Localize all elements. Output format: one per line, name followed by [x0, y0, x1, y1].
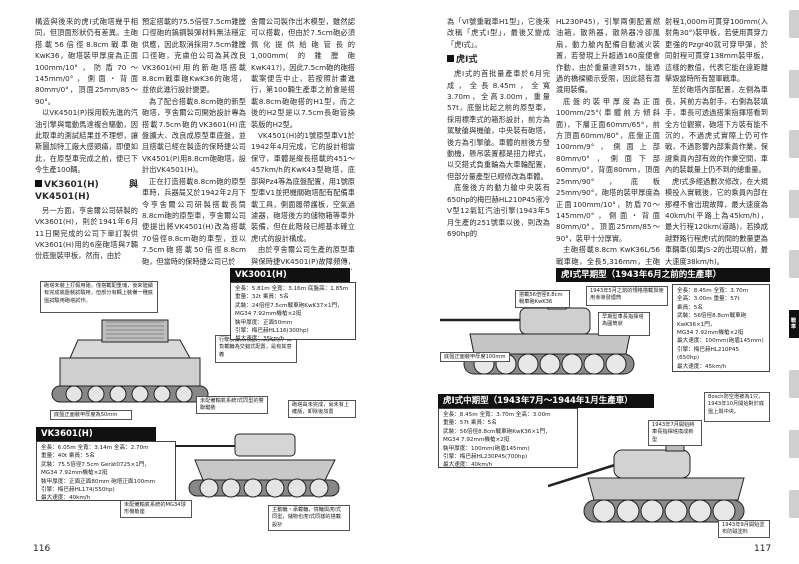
tiger-early-note1: 搭載56倍徑8.8cm戰車砲KwK36 [515, 290, 570, 308]
tiger-mid-title-bar: 虎Ⅰ式中期型（1943年7月～1944年1月生產車） [438, 394, 654, 408]
paragraph: 預定搭載的75.5倍徑7.5cm錐膛口徑砲的鎢鋼製彈材料無法穩定供應，因此取消採… [142, 17, 246, 95]
chapter-tab-label: 戰車 [790, 318, 797, 330]
paragraph: 另一方面，亨舍爾公司研製的VK3601(H)，則於1941年6月11日開完成的公… [35, 205, 138, 261]
vk3601h-title-bar: VK3601(H) [36, 427, 156, 441]
tiger-mid-note1: Bosch防空燈被為1只，1943年10月開始對於底盤上與中央。 [704, 392, 770, 422]
vk3601h-note3: 未配備輸氣系統的MG34球形機槍座 [120, 500, 192, 518]
paragraph: VK4501(H)的1號原型車V1於1942年4月完成，它的設計相當保守，車體是… [251, 131, 355, 243]
chapter-tab [789, 130, 799, 158]
vk3601h-tank-illustration [175, 433, 340, 498]
right-column-1: 為「VI號重戰車H1型」，它後來改稱「虎式Ⅰ型」，最後又變成「虎Ⅰ式」。 虎Ⅰ式… [447, 16, 550, 270]
vk3001-tank-illustration [51, 319, 209, 403]
paragraph: 至於砲塔內部配置，左側為車長，其前方為射手，右側為裝填手，車長可透過搭乘指揮塔看… [665, 85, 768, 175]
paragraph: 底盤的裝甲厚度為正面100mm/25°(車體前方傾斜面)，下層正面60mm/65… [556, 96, 660, 243]
page-number-left: 116 [33, 544, 51, 554]
vk3001-title-bar: VK3001(H) [230, 268, 350, 282]
paragraph: 由於亨舍爾公司生產的原型車與保時捷VK4501(P)故障頻傳，因此就放棄了VK4… [251, 245, 355, 270]
chapter-tab [789, 10, 799, 38]
page-number-right: 117 [754, 544, 772, 554]
paragraph: 虎Ⅰ式的首批量產車於6月完成，全長8.45m，全寬3.70m，全高3.00m，重… [447, 69, 550, 181]
paragraph: HL230P45)，引擎兩側配置燃油箱，散熱器，散熱器冷卻風扇，動力艙內配備自動… [556, 17, 660, 95]
paragraph: 舍爾公司製作出木模型，雖然認可以搭載，但由於7.5cm砲必須佩化提供給砲管長的1… [251, 17, 355, 129]
tiger-early-note4: 底盤正面裝甲厚度100mm [440, 352, 510, 362]
paragraph: 為了配合搭載8.8cm砲的新型砲塔，亨舍爾公司開始設計專為搭載7.5cm砲的VK… [142, 96, 246, 175]
chapter-tab [789, 70, 799, 98]
chapter-tab-active [789, 310, 799, 338]
right-column-3: 射程1,000m可貫穿100mm(入射角30°)裝甲板，若使用貫穿力更強的Pzg… [665, 16, 768, 270]
tiger-mid-tank-illustration [548, 441, 745, 523]
tiger-early-note2: 1943年5月之前的規格搭載與使用漸導發煙筒 [586, 286, 668, 306]
tiger-mid-spec-box: 全長：8.45m 全寬：3.70m 全高：3.00m 重量：57t 乘員：5名 … [438, 408, 578, 468]
paragraph: 構造與後來的虎Ⅰ式砲塔幾乎相同，但頂面形狀仍有差異。主砲搭載56倍徑8.8cm戰… [35, 17, 138, 106]
vk3601-note-top: 砲塔未裝上打假用砲，僅搭載配重塊，後來陸續有完成底盤裝試驗用，但部分有輛上裝備一… [40, 281, 158, 313]
vk3601h-note2: 砲塔由未完成，尚未有上確版，卸除後加置 [288, 400, 356, 418]
left-column-2: 預定搭載的75.5倍徑7.5cm錐膛口徑砲的鎢鋼製彈材料無法穩定供應，因此取消採… [142, 16, 246, 270]
left-column-3: 舍爾公司製作出木模型，雖然認可以搭載，但由於7.5cm砲必須佩化提供給砲管長的1… [251, 16, 355, 270]
section-heading-vk3601: VK3601(H)與VK4501(H) [35, 179, 138, 202]
paragraph: 為「VI號重戰車H1型」，它後來改稱「虎式Ⅰ型」，最後又變成「虎Ⅰ式」。 [447, 17, 550, 49]
tiger-mid-note3: 1943年9月開始塗布防磁塗料 [718, 520, 770, 538]
section-heading-tiger: 虎Ⅰ式 [447, 54, 550, 66]
vk3601h-note1: 未配備輸氣系統Ⅰ式同型的雙聯鍵裝 [196, 396, 268, 414]
paragraph: 正在打造搭載8.8cm砲的原型車時，兵器局又於1942年2月下令亨舍爾公司研製搭… [142, 176, 246, 266]
paragraph: 虎Ⅰ式多經過數次修改，在大規模投入實戰後，它的乘員內部在那裡不會出現故障，最大速… [665, 176, 768, 266]
tiger-mid-note2: 1943年7月開始將車長指揮塔換成新型 [648, 420, 702, 446]
paragraph: 底盤後方的動力艙中央裝有650hp的梅巴赫HL210P45液冷V型12氣缸汽油引… [447, 183, 550, 238]
chapter-tab [789, 430, 799, 458]
chapter-tabs: 戰車 [789, 0, 799, 564]
paragraph: 主砲搭載8.8cm KwK36L/56戰車砲，全長5,316mm，主砲是當時威力… [556, 245, 660, 270]
left-column-1: 構造與後來的虎Ⅰ式砲塔幾乎相同，但頂面形狀仍有差異。主砲搭載56倍徑8.8cm戰… [35, 16, 138, 270]
tiger-early-title-bar: 虎Ⅰ式早期型（1943年6月之前的生產車） [556, 268, 770, 282]
chapter-tab [789, 190, 799, 218]
right-column-2: HL230P45)，引擎兩側配置燃油箱，散熱器，散熱器冷卻風扇，動力艙內配備自動… [556, 16, 660, 270]
paragraph: 射程1,000m可貫穿100mm(入射角30°)裝甲板，若使用貫穿力更強的Pzg… [665, 17, 768, 84]
vk3601-note-bottom: 底盤正面裝甲厚度為50mm [50, 410, 132, 420]
chapter-tab [789, 370, 799, 398]
tiger-early-spec-box: 全長：8.45m 全寬：3.70m 全高：3.00m 重量：57t 乘員：5名 … [672, 284, 770, 372]
vk3001-spec-box: 全長：5.81m 全寬：3.16m 底盤高：1.85m 重量：32t 乘員：5名… [230, 282, 356, 342]
vk3601h-note4: 主動輪・承載輪，惰輪與虎Ⅰ式同型，儲物也虎Ⅰ式同樣的搭載設計 [268, 505, 350, 531]
paragraph: 以VK4501(P)採用較先進的汽油引擎與電動馬達複合驅動，因此取車的測試結果並… [35, 108, 138, 175]
chapter-tab [789, 490, 799, 518]
vk3601h-spec-box: 全長：6.05m 全寬：3.14m 全高：2.70m 重量：40t 乘員：5名 … [36, 441, 176, 501]
tiger-early-note3: 早期型車長指揮塔為圓筒狀 [598, 312, 650, 336]
chapter-tab [789, 250, 799, 278]
